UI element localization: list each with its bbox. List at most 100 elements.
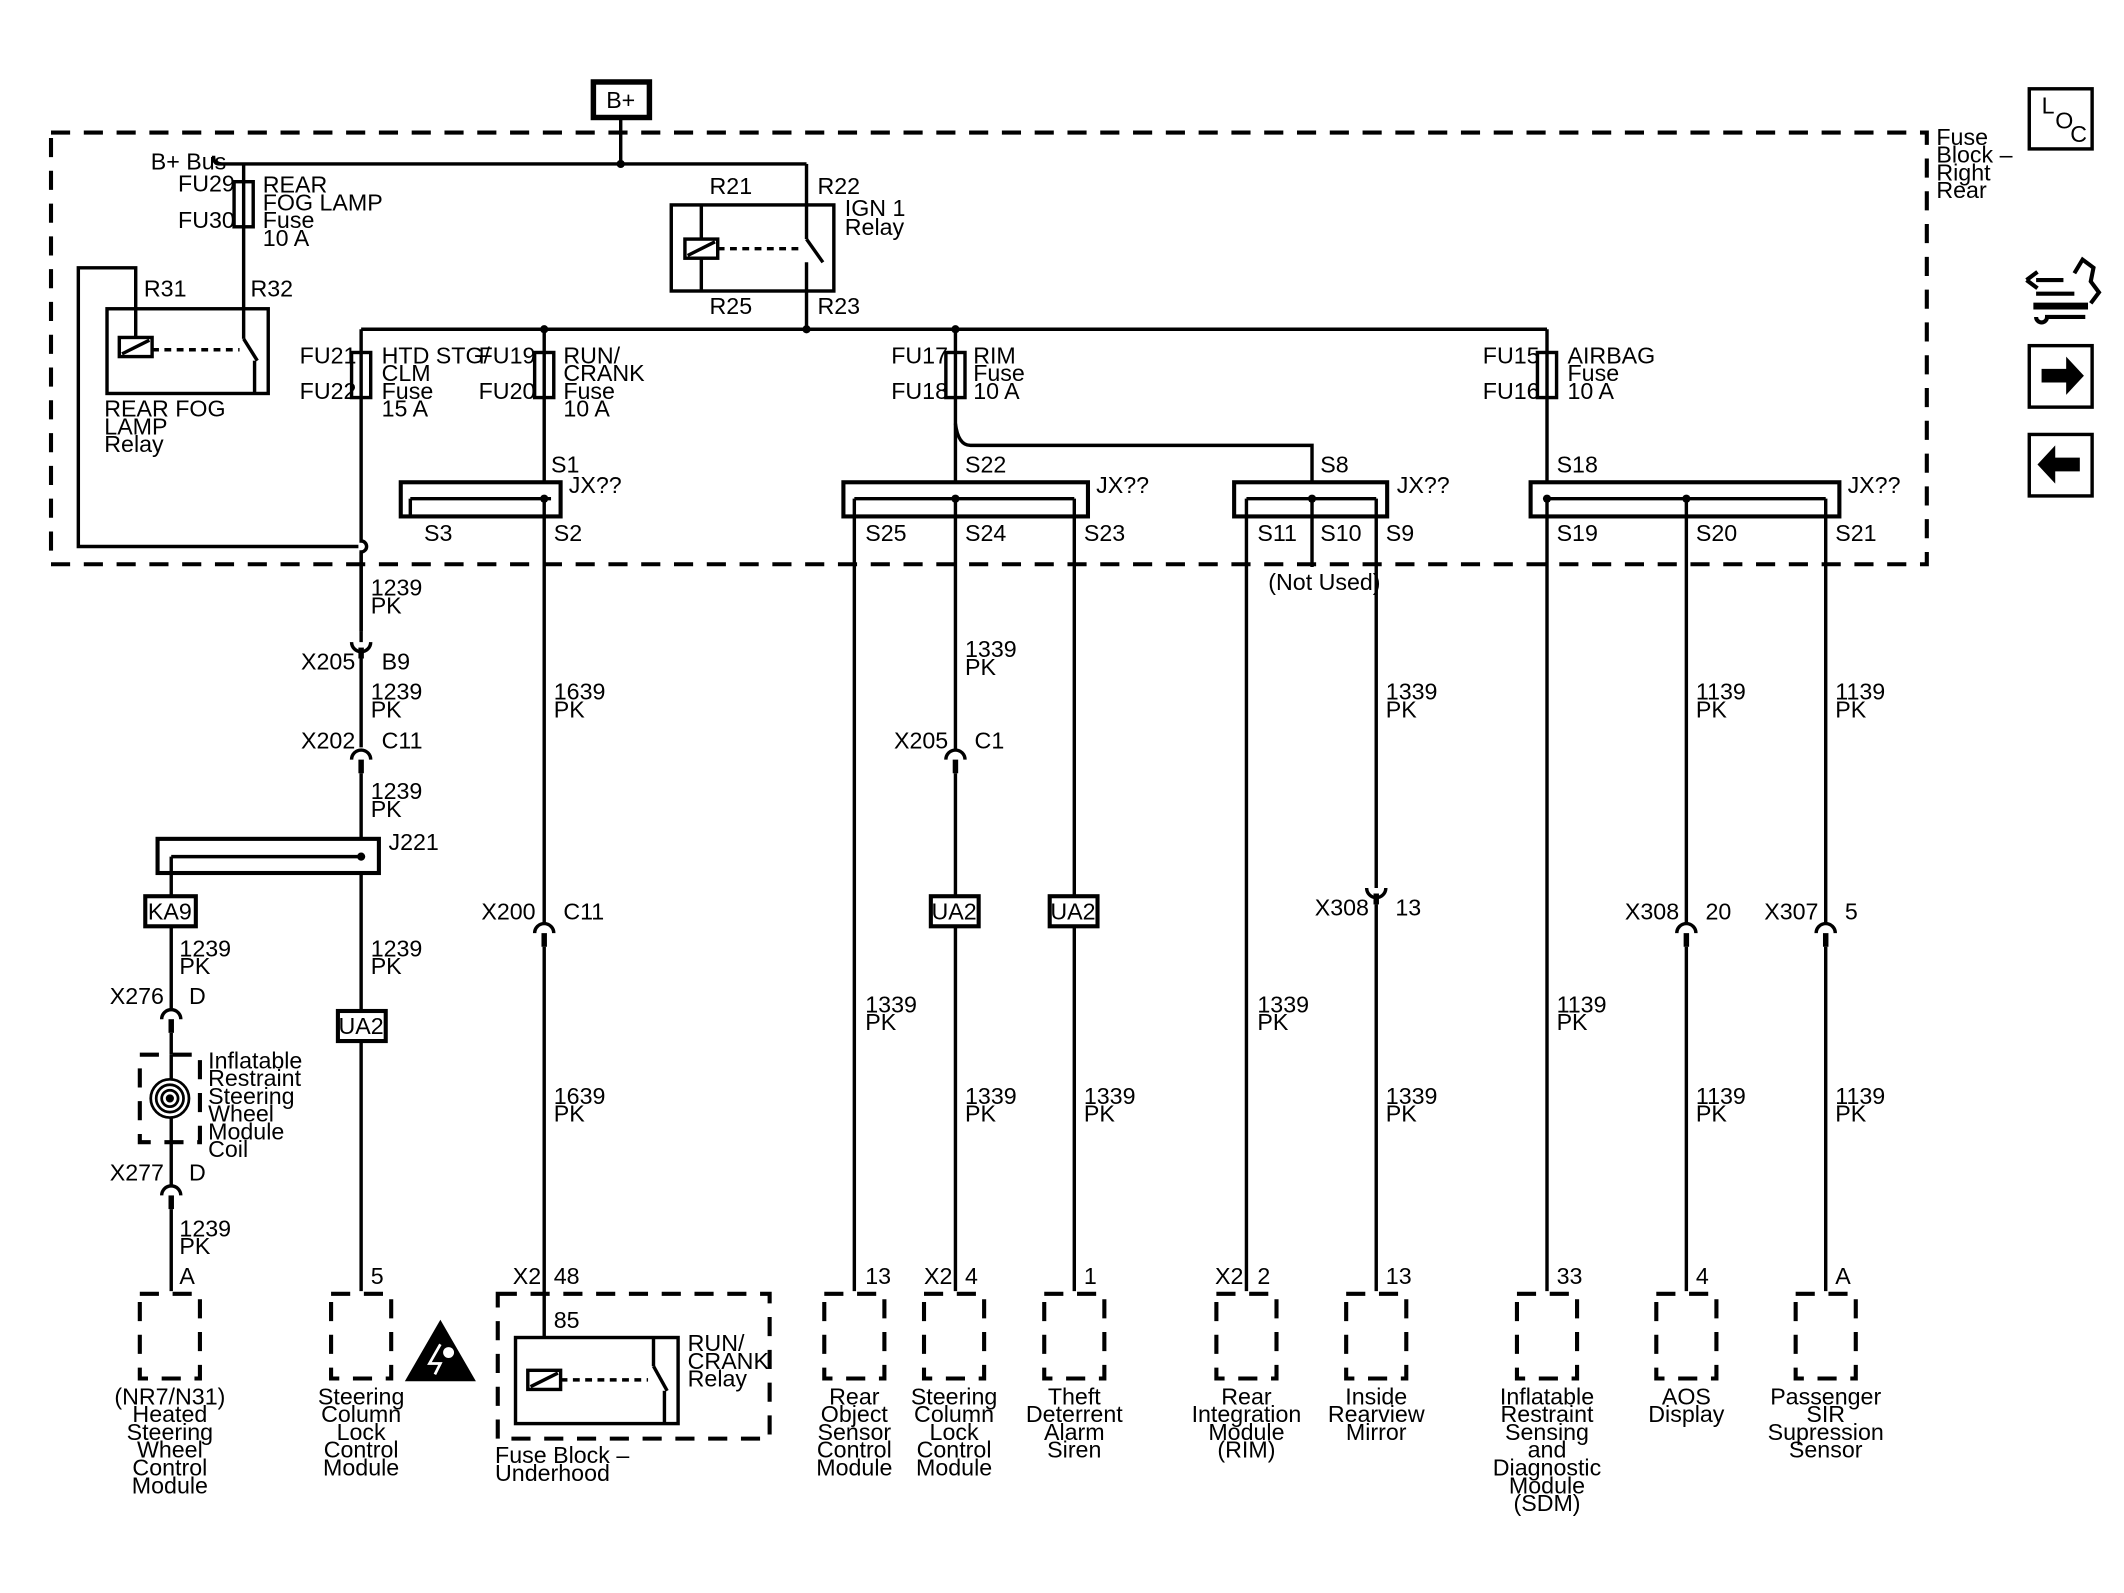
- diagram-label: X277: [110, 1159, 164, 1185]
- inside-rearview-mirror: [1344, 1291, 1409, 1381]
- diagram-label: FU19: [479, 342, 536, 368]
- diagram-label: B9: [382, 648, 410, 674]
- diagram-label: LAMP: [104, 413, 167, 439]
- diagram-label: X307: [1764, 898, 1818, 924]
- diagram-label: 1239: [371, 778, 423, 804]
- diagram-label: FU21: [300, 342, 357, 368]
- diagram-label: JX??: [569, 472, 622, 498]
- diagram-label: Control: [324, 1437, 399, 1463]
- diagram-label: 1639: [554, 1083, 606, 1109]
- diagram-label: Relay: [845, 214, 905, 240]
- diagram-label: FU30: [178, 207, 235, 233]
- steering-column-lock-module-2: [921, 1291, 987, 1381]
- diagram-label: Coil: [208, 1136, 248, 1162]
- diagram-label: 1139: [1835, 1083, 1885, 1109]
- diagram-label: X276: [110, 983, 164, 1009]
- arrow-left-icon[interactable]: [2027, 432, 2094, 498]
- rear-integration-module: [1214, 1291, 1279, 1381]
- diagram-label: Integration: [1192, 1401, 1302, 1427]
- sdm-label: Inflatable Restraint Sensing and Diagnos…: [1493, 1383, 1601, 1516]
- diagram-label: JX??: [1096, 472, 1149, 498]
- diagram-label: PK: [371, 796, 402, 822]
- diagram-label: 13: [1395, 894, 1421, 920]
- diagram-label: S21: [1835, 520, 1876, 546]
- diagram-label: 1339: [1084, 1083, 1136, 1109]
- connector-tools-icon[interactable]: [2025, 256, 2102, 325]
- diagram-label: PK: [179, 953, 210, 979]
- diagram-label: SIR: [1806, 1401, 1845, 1427]
- diagram-label: Passenger: [1770, 1383, 1881, 1409]
- diagram-label: J221: [388, 829, 438, 855]
- diagram-label: R31: [144, 275, 187, 301]
- diagram-label: RUN/: [563, 342, 620, 368]
- diagram-label: C11: [382, 728, 423, 754]
- diagram-label: Module: [1509, 1472, 1585, 1498]
- diagram-label: Inflatable: [1500, 1383, 1594, 1409]
- diagram-label: 1139: [1696, 678, 1746, 704]
- diagram-label: 1339: [1386, 1083, 1438, 1109]
- diagram-label: 10 A: [973, 378, 1020, 404]
- loc-icon[interactable]: L O C: [2027, 87, 2094, 151]
- diagram-label: S20: [1696, 520, 1737, 546]
- diagram-label: PK: [371, 592, 402, 618]
- diagram-label: S18: [1557, 452, 1598, 478]
- diagram-label: Sensing: [1505, 1419, 1589, 1445]
- diagram-label: R21: [710, 173, 753, 199]
- fuse-block-underhood: [495, 1291, 772, 1441]
- diagram-label: PK: [865, 1009, 896, 1035]
- aos-label: AOS Display: [1648, 1383, 1725, 1427]
- diagram-label: S11: [1257, 520, 1297, 546]
- diagram-label: X202: [301, 728, 355, 754]
- diagram-label: Fuse: [1567, 360, 1619, 386]
- diagram-label: 1139: [1696, 1083, 1746, 1109]
- diagram-label: Lock: [337, 1419, 386, 1445]
- diagram-label: 10 A: [1567, 378, 1614, 404]
- diagram-label: Steering: [318, 1383, 404, 1409]
- diagram-label: L: [2042, 92, 2055, 118]
- rim-label: Rear Integration Module (RIM): [1192, 1383, 1302, 1462]
- diagram-label: Relay: [688, 1366, 748, 1392]
- diagram-label: (RIM): [1217, 1437, 1275, 1463]
- diagram-label: PK: [965, 654, 996, 680]
- diagram-label: O: [2055, 107, 2073, 133]
- diagram-label: CRANK: [563, 360, 645, 386]
- diagram-label: RUN/: [688, 1330, 745, 1356]
- rear-object-sensor-module: [822, 1291, 887, 1381]
- diagram-label: S19: [1557, 520, 1598, 546]
- diagram-label: PK: [1084, 1101, 1115, 1127]
- diagram-label: Siren: [1047, 1437, 1101, 1463]
- rear-fog-relay: [105, 307, 270, 396]
- diagram-label: Fuse: [563, 378, 615, 404]
- arrow-right-icon[interactable]: [2027, 343, 2094, 409]
- diagram-label: Column: [321, 1401, 401, 1427]
- diagram-label: FU15: [1483, 342, 1540, 368]
- diagram-label: Fuse: [263, 207, 315, 233]
- diagram-label: Module: [916, 1455, 992, 1481]
- diagram-label: Fuse: [1936, 124, 1988, 150]
- diagram-label: FU18: [891, 378, 948, 404]
- aos-display: [1654, 1291, 1719, 1381]
- diagram-label: REAR FOG: [104, 396, 225, 422]
- diagram-label: PK: [1557, 1009, 1588, 1035]
- diagram-label: 2: [1257, 1263, 1270, 1289]
- diagram-label: Module: [208, 1118, 284, 1144]
- diagram-label: Object: [821, 1401, 889, 1427]
- diagram-label: 1239: [371, 575, 423, 601]
- diagram-label: R22: [817, 173, 860, 199]
- diagram-label: Rearview: [1328, 1401, 1425, 1427]
- diagram-label: PK: [1835, 1101, 1866, 1127]
- diagram-label: PK: [1696, 696, 1727, 722]
- diagram-label: Alarm: [1044, 1419, 1105, 1445]
- diagram-label: Column: [914, 1401, 994, 1427]
- diagram-label: 1: [1084, 1263, 1097, 1289]
- diagram-label: C: [2070, 121, 2087, 147]
- bplus-bus-label: B+ Bus: [151, 148, 227, 174]
- diagram-label: X308: [1315, 894, 1369, 920]
- diagram-label: S9: [1386, 520, 1414, 546]
- diagram-label: 1339: [1257, 991, 1309, 1017]
- diagram-label: 1139: [1835, 678, 1885, 704]
- diagram-label: R32: [250, 275, 293, 301]
- diagram-label: 10 A: [263, 225, 310, 251]
- diagram-label: PK: [1835, 696, 1866, 722]
- diagram-label: Sensor: [818, 1419, 892, 1445]
